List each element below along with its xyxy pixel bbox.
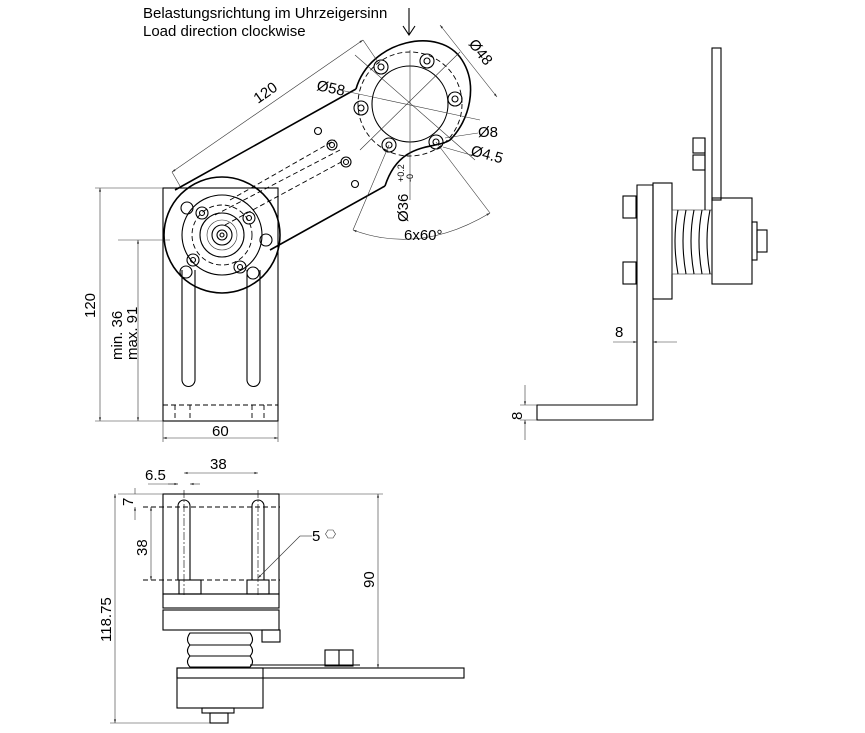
note-english: Load direction clockwise — [143, 23, 306, 40]
dim-hole-pattern: 6x60° — [352, 141, 491, 244]
down-arrow-icon — [402, 8, 416, 36]
spring-front — [186, 632, 254, 668]
svg-text:120: 120 — [82, 293, 99, 318]
dim-hole: Ø8 Ø4.5 — [442, 124, 505, 167]
svg-text:60: 60 — [212, 423, 229, 440]
svg-text:38: 38 — [134, 539, 151, 556]
lever-arm — [174, 40, 472, 251]
svg-text:5: 5 — [312, 528, 320, 545]
dim-bolt-circle: Ø48 — [439, 24, 498, 98]
flange-plate — [652, 182, 673, 300]
dim-slot-range: min. 36 max. 91 — [109, 239, 170, 422]
dim-plate-thickness: 8 — [613, 324, 677, 344]
svg-text:max. 91: max. 91 — [124, 307, 141, 360]
top-view: 120 Ø58 Ø48 Ø8 Ø4.5 Ø36 +0.2 -0 6x60° — [82, 24, 505, 442]
base-plate-front — [162, 493, 280, 595]
dim-outer-diameter: Ø58 — [315, 77, 346, 100]
load-direction-note: Belastungsrichtung im Uhrzeigersinn Load… — [143, 5, 416, 40]
angle-bracket — [536, 184, 654, 421]
base-plate — [162, 187, 279, 422]
svg-text:Ø58: Ø58 — [315, 77, 346, 100]
dim-arm-length: 120 — [171, 39, 381, 187]
svg-text:Ø4.5: Ø4.5 — [469, 142, 505, 167]
side-view: 8 8 — [509, 47, 768, 440]
svg-text:-0: -0 — [405, 174, 415, 182]
dim-top-margin: 7 — [118, 488, 163, 520]
note-german: Belastungsrichtung im Uhrzeigersinn — [143, 5, 387, 22]
front-view: 6.5 38 7 38 5 90 118 — [98, 456, 465, 724]
svg-text:6.5: 6.5 — [145, 467, 166, 484]
dim-total-height: 118.75 — [98, 493, 210, 724]
dim-arm-height: 90 — [279, 493, 383, 668]
svg-text:118.75: 118.75 — [98, 597, 115, 642]
lever-plate — [711, 47, 722, 201]
dim-slot-spacing: 38 — [184, 456, 258, 475]
svg-text:8: 8 — [615, 324, 623, 341]
dim-bore: Ø36 +0.2 -0 — [395, 164, 415, 222]
svg-text:Ø8: Ø8 — [478, 124, 498, 141]
slot-left — [181, 270, 196, 388]
slot-right — [246, 270, 261, 388]
hexagon-icon — [325, 529, 336, 539]
svg-text:6x60°: 6x60° — [404, 227, 443, 244]
dim-wrench-size: 5 — [257, 528, 336, 579]
spring-side — [671, 209, 713, 275]
dim-width: 60 — [162, 421, 279, 442]
svg-text:+0.2: +0.2 — [396, 164, 406, 182]
svg-text:120: 120 — [251, 79, 281, 107]
svg-text:38: 38 — [210, 456, 227, 473]
svg-text:90: 90 — [361, 571, 378, 588]
svg-text:8: 8 — [509, 412, 526, 420]
dim-slot-offset: 6.5 — [145, 467, 200, 486]
dim-height: 120 — [82, 187, 163, 422]
svg-text:Ø36: Ø36 — [395, 194, 412, 222]
svg-text:Ø48: Ø48 — [465, 36, 496, 69]
bolt-holes — [353, 53, 463, 153]
svg-text:7: 7 — [120, 498, 137, 506]
hub — [163, 176, 281, 294]
dim-slot-length: 38 — [134, 506, 153, 580]
svg-text:min. 36: min. 36 — [109, 311, 126, 360]
lever-arm-front — [176, 667, 465, 679]
dim-base-thickness: 8 — [509, 385, 537, 440]
